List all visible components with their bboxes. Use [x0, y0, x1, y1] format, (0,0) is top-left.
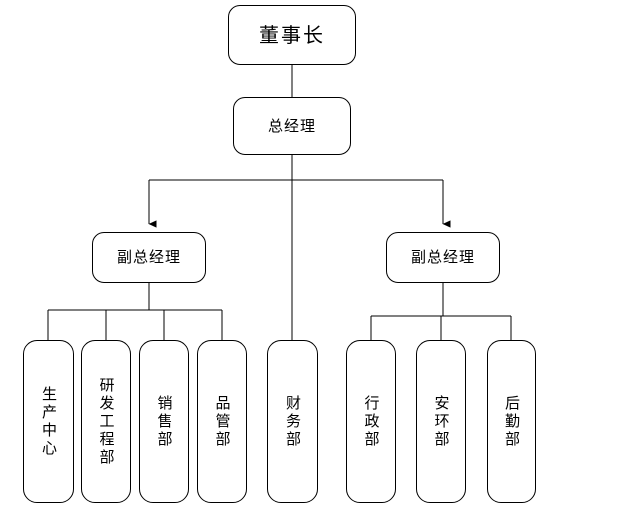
node-safety-environment[interactable]: 安环部 [416, 340, 466, 503]
node-rd-engineering-label: 研发工程部 [97, 376, 116, 467]
node-general-manager[interactable]: 总经理 [233, 97, 351, 155]
node-chairman-label: 董事长 [259, 23, 325, 47]
node-administration[interactable]: 行政部 [346, 340, 396, 503]
node-finance[interactable]: 财务部 [267, 340, 318, 503]
node-deputy-left[interactable]: 副总经理 [92, 232, 206, 283]
node-deputy-right[interactable]: 副总经理 [386, 232, 500, 283]
node-quality-control[interactable]: 品管部 [197, 340, 247, 503]
node-production-center[interactable]: 生产中心 [23, 340, 74, 503]
node-safety-environment-label: 安环部 [432, 394, 451, 449]
node-logistics[interactable]: 后勤部 [487, 340, 536, 503]
node-chairman[interactable]: 董事长 [228, 5, 356, 65]
node-logistics-label: 后勤部 [503, 394, 521, 449]
node-finance-label: 财务部 [284, 394, 302, 449]
node-deputy-left-label: 副总经理 [116, 248, 181, 266]
node-sales-label: 销售部 [155, 394, 174, 449]
node-rd-engineering[interactable]: 研发工程部 [81, 340, 131, 503]
node-quality-control-label: 品管部 [213, 394, 232, 449]
node-production-center-label: 生产中心 [40, 385, 58, 458]
node-administration-label: 行政部 [362, 394, 381, 449]
node-sales[interactable]: 销售部 [139, 340, 189, 503]
node-general-manager-label: 总经理 [267, 116, 316, 135]
node-deputy-right-label: 副总经理 [410, 248, 475, 266]
